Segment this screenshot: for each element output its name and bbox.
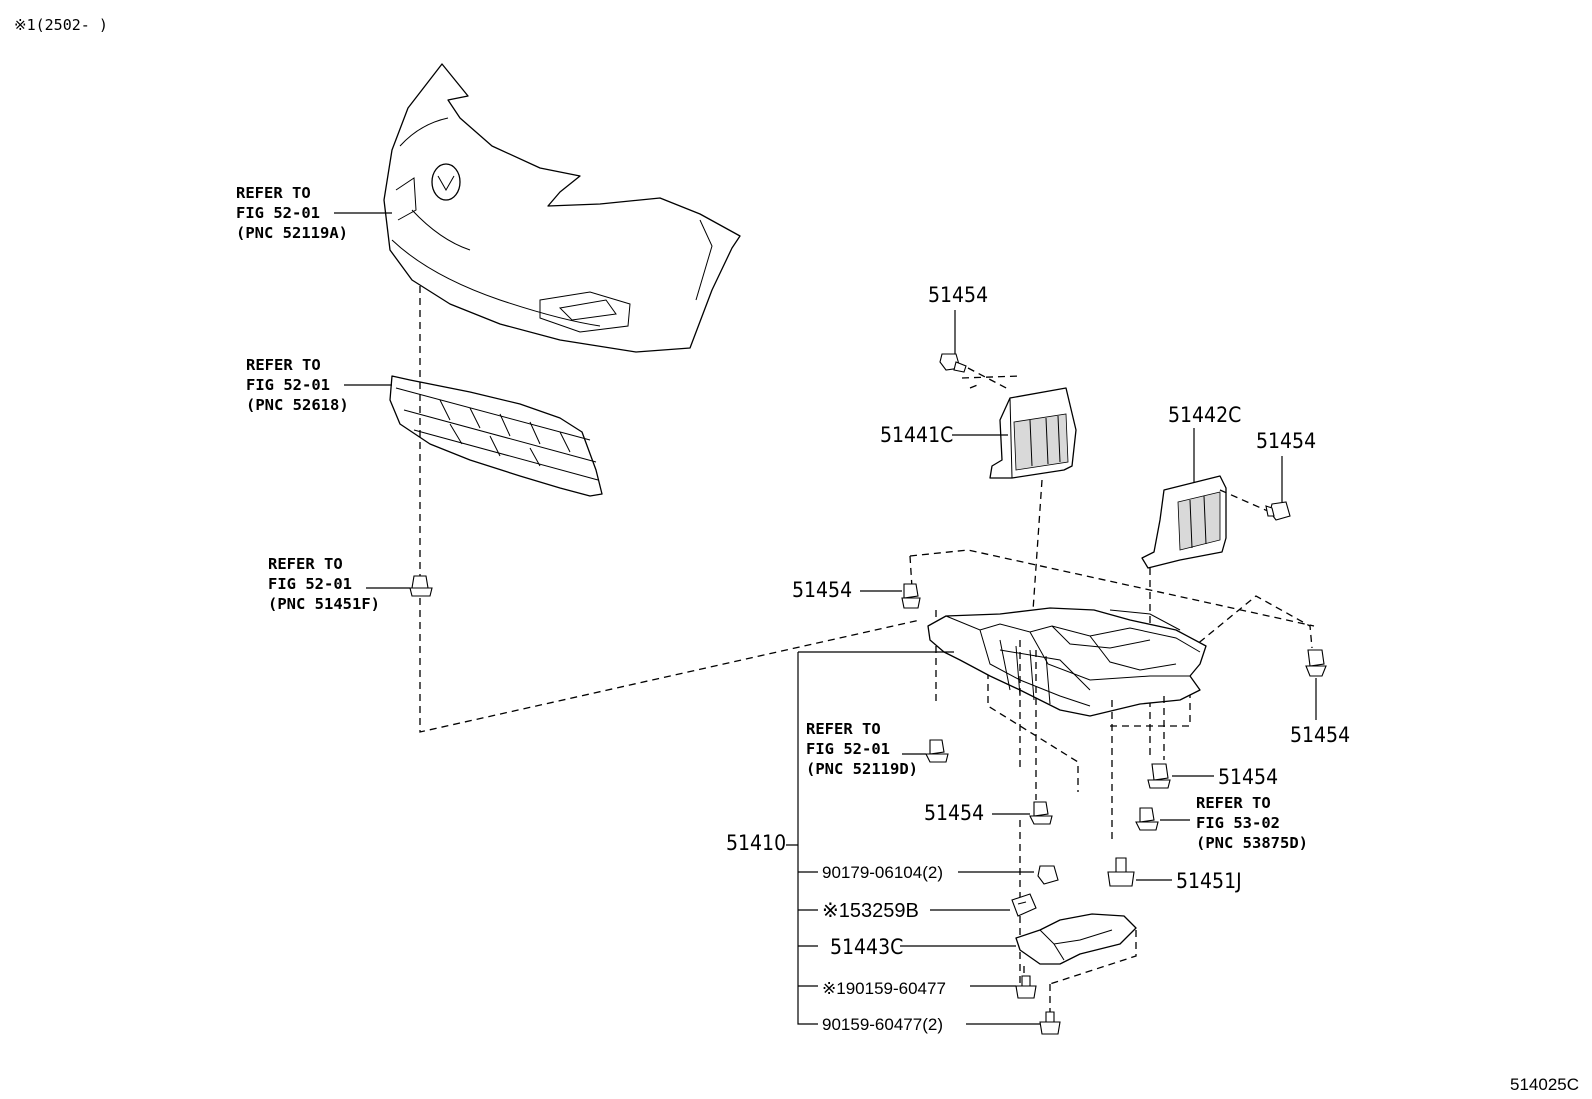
ref-clip-51451F: REFER TO FIG 52-01 (PNC 51451F) (268, 555, 410, 613)
bolt-51454-top[interactable] (939, 353, 967, 373)
label-51454-top: 51454 (928, 283, 988, 307)
bolt-51454-center[interactable] (1029, 801, 1053, 825)
bracket-51410 (786, 651, 954, 1025)
svg-text:(PNC 52618): (PNC 52618) (246, 396, 349, 414)
svg-text:(PNC 51451F): (PNC 51451F) (268, 595, 380, 613)
label-51454-right: 51454 (1290, 723, 1350, 747)
label-90159-marked: ※190159-60477 (822, 979, 946, 998)
svg-text:REFER TO: REFER TO (268, 555, 343, 573)
shield-51441C[interactable] (989, 387, 1077, 479)
alignment-line-mid (987, 660, 1079, 792)
svg-text:FIG 53-02: FIG 53-02 (1196, 814, 1280, 832)
bracket-53259B[interactable] (1011, 893, 1037, 917)
svg-text:FIG 52-01: FIG 52-01 (236, 204, 320, 222)
svg-text:(PNC 52119A): (PNC 52119A) (236, 224, 348, 242)
label-51441C: 51441C (880, 423, 953, 447)
label-51443C: 51443C (830, 935, 903, 959)
label-53259B: ※153259B (822, 900, 919, 922)
bolt-51454-right[interactable] (1305, 649, 1327, 677)
ref-clip-53875D: REFER TO FIG 53-02 (PNC 53875D) (1196, 794, 1308, 852)
bolt-51454-right-top[interactable] (1265, 501, 1291, 521)
clip-53875D[interactable] (1135, 807, 1159, 831)
bolt-90159-marked[interactable] (1015, 975, 1037, 999)
clip-51451F[interactable] (409, 575, 433, 597)
svg-text:REFER TO: REFER TO (806, 720, 881, 738)
label-51454-left: 51454 (792, 578, 852, 602)
alignment-line-51441C-v (1031, 479, 1043, 626)
alignment-line-right (1189, 595, 1313, 651)
alignment-line-left-bolt (909, 555, 913, 589)
alignment-line-cover-top (909, 549, 1315, 627)
front-bumper-cover[interactable] (383, 63, 741, 353)
alignment-line-bumper (419, 286, 921, 733)
bolt-51454-mid-right[interactable] (1147, 763, 1171, 789)
svg-text:REFER TO: REFER TO (246, 356, 321, 374)
ref-grille: REFER TO FIG 52-01 (PNC 52618) (246, 356, 392, 414)
label-51442C: 51442C (1168, 403, 1241, 427)
label-90179: 90179-06104(2) (822, 863, 943, 882)
bolt-90159[interactable] (1039, 1011, 1061, 1035)
ref-bumper-cover: REFER TO FIG 52-01 (PNC 52119A) (236, 184, 392, 242)
svg-text:FIG 52-01: FIG 52-01 (268, 575, 352, 593)
alignment-line-51441C-top (967, 367, 1011, 391)
clip-52119D[interactable] (925, 739, 949, 763)
alignment-line-51441C-h (961, 375, 1021, 379)
applicability-note: ※1(2502- ) (14, 16, 108, 34)
nut-90179[interactable] (1037, 865, 1059, 885)
svg-text:(PNC 52119D): (PNC 52119D) (806, 760, 918, 778)
alignment-line-51443C (1049, 930, 1137, 985)
label-51454-center: 51454 (924, 801, 984, 825)
bolt-51451J[interactable] (1107, 857, 1135, 887)
label-51454-right-top: 51454 (1256, 429, 1316, 453)
bolt-51454-left[interactable] (901, 583, 921, 609)
svg-text:REFER TO: REFER TO (1196, 794, 1271, 812)
svg-text:(PNC 53875D): (PNC 53875D) (1196, 834, 1308, 852)
lower-grille[interactable] (389, 375, 603, 497)
ref-clip-52119D: REFER TO FIG 52-01 (PNC 52119D) (806, 720, 918, 778)
figure-code: 514025C (1510, 1075, 1579, 1094)
cover-51443C[interactable] (1015, 913, 1137, 965)
label-51451J: 51451J (1176, 869, 1242, 893)
alignment-line-51442C-bolt (1219, 489, 1271, 513)
svg-text:FIG 52-01: FIG 52-01 (806, 740, 890, 758)
label-51454-mid-right: 51454 (1218, 765, 1278, 789)
label-90159: 90159-60477(2) (822, 1015, 943, 1034)
svg-text:FIG 52-01: FIG 52-01 (246, 376, 330, 394)
shield-51442C[interactable] (1141, 475, 1227, 569)
label-51410: 51410 (726, 831, 786, 855)
svg-text:REFER TO: REFER TO (236, 184, 311, 202)
